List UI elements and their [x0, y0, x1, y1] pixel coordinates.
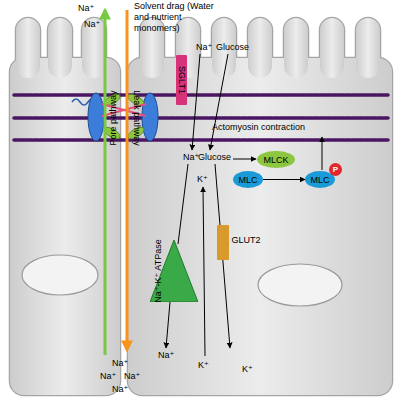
annotation-label: K⁺ [242, 364, 253, 375]
annotation-label: Na⁺ [84, 19, 100, 30]
microvillus [16, 18, 40, 78]
cell-body [128, 58, 392, 395]
transporter-bar: SGLT1 [176, 55, 187, 105]
transport-arrow [210, 54, 228, 150]
node-label: MLC [238, 175, 257, 185]
annotation-label: Leak pathway [131, 90, 142, 146]
transport-arrow [192, 54, 200, 150]
microvillus [82, 18, 106, 78]
annotation-label: Glucose [198, 152, 231, 163]
microvillus [284, 18, 308, 78]
microvillus [48, 18, 72, 78]
annotation-label: Na⁺ [124, 371, 140, 382]
annotation-label: Solvent drag (Water and nutrient monomer… [134, 1, 226, 34]
pump-shape [150, 240, 198, 302]
actin-filament [14, 116, 388, 120]
annotation-label: Na⁺ [112, 358, 128, 369]
microvillus [284, 18, 308, 78]
cell-fill [10, 18, 392, 395]
transporter-bar: GLUT2 [217, 225, 229, 260]
pore-arrow [104, 10, 107, 355]
actin-filament [14, 95, 388, 140]
node-label: SGLT1 [177, 66, 187, 94]
node-label: MLC [310, 175, 329, 185]
protein-ellipse: MLC [233, 171, 263, 188]
actin-filament [14, 93, 388, 97]
nucleus [258, 264, 342, 306]
microvillus [82, 18, 106, 78]
annotation-label: Na⁺ [78, 3, 94, 14]
transport-arrow [178, 164, 188, 244]
nucleus [22, 255, 98, 295]
phosphate-circle: P [329, 163, 342, 176]
cell-body [128, 58, 392, 395]
annotation-label: Glucose [216, 42, 249, 53]
microvillus [48, 18, 72, 78]
transport-arrow [203, 187, 205, 356]
microvillus [248, 18, 272, 78]
annotation-label: Na⁺ [158, 350, 174, 361]
cell-outline [10, 18, 392, 395]
microvillus [356, 18, 380, 78]
signal-arrow [322, 137, 323, 170]
microvillus [356, 18, 380, 78]
annotation-label: Pore pathway [108, 90, 119, 145]
annotation-label: Na⁺ [112, 384, 128, 395]
signal-arrow [233, 159, 256, 160]
node-label: GLUT2 [231, 235, 260, 245]
microvillus [320, 18, 344, 78]
microvillus [248, 18, 272, 78]
microvillus [16, 18, 40, 78]
actin-filament [14, 138, 388, 142]
node-label: P [333, 165, 338, 175]
connector-arrow [263, 179, 305, 180]
leak-arrow [126, 10, 129, 350]
transport-arrows [166, 54, 322, 356]
node-label: Na⁺-K⁺ ATPase [153, 239, 163, 302]
transport-arrow [215, 164, 230, 348]
junction-protein [88, 93, 104, 141]
transport-arrow [166, 302, 170, 348]
annotation-label: Na⁺ [183, 152, 199, 163]
annotation-label: Actomyosin contraction [212, 122, 305, 133]
protein-ellipse: MLCP [305, 171, 335, 188]
annotation-label: Na⁺ [196, 42, 212, 53]
pump-triangle: Na⁺-K⁺ ATPase [150, 240, 198, 302]
microvillus [320, 18, 344, 78]
annotation-label: K⁺ [197, 174, 208, 185]
annotation-label: Na⁺ [100, 371, 116, 382]
enzyme-ellipse: MLCK [257, 151, 295, 168]
annotation-label: K⁺ [198, 360, 209, 371]
node-label: MLCK [263, 155, 288, 165]
junction-protein [142, 93, 158, 141]
